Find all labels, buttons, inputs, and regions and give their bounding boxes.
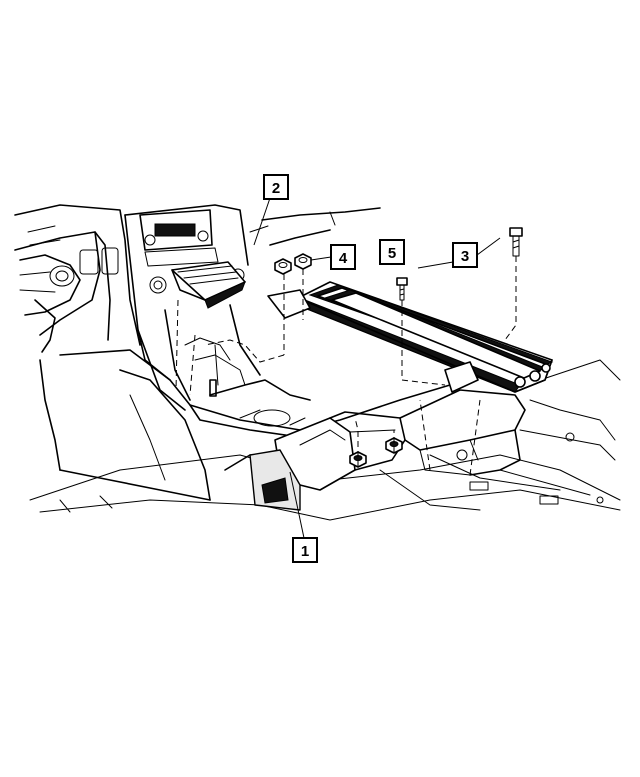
callout-5: 5 — [379, 239, 405, 265]
nut-icon — [385, 437, 403, 454]
callout-3: 3 — [417, 237, 501, 269]
callout-2-label: 2 — [272, 180, 280, 197]
instrument-panel — [14, 204, 141, 353]
installation-paths — [175, 256, 517, 476]
nut-icon — [294, 253, 312, 270]
floor-pan — [29, 359, 621, 521]
floor-console — [39, 349, 526, 511]
nut-fasteners — [274, 253, 403, 468]
nut-icon — [274, 258, 292, 275]
center-stack — [124, 204, 261, 411]
callout-1-label: 1 — [301, 543, 309, 560]
bolt-fasteners — [396, 227, 523, 301]
callout-5-label: 5 — [388, 245, 396, 262]
callout-4-label: 4 — [339, 250, 348, 267]
bolt-icon — [509, 227, 523, 257]
callout-1: 1 — [289, 471, 318, 563]
callout-3-label: 3 — [461, 248, 469, 265]
callout-2: 2 — [253, 174, 289, 246]
bolt-icon — [396, 277, 408, 301]
rail-assembly — [267, 281, 554, 393]
trim-panel — [249, 207, 381, 246]
callout-4: 4 — [310, 244, 356, 270]
